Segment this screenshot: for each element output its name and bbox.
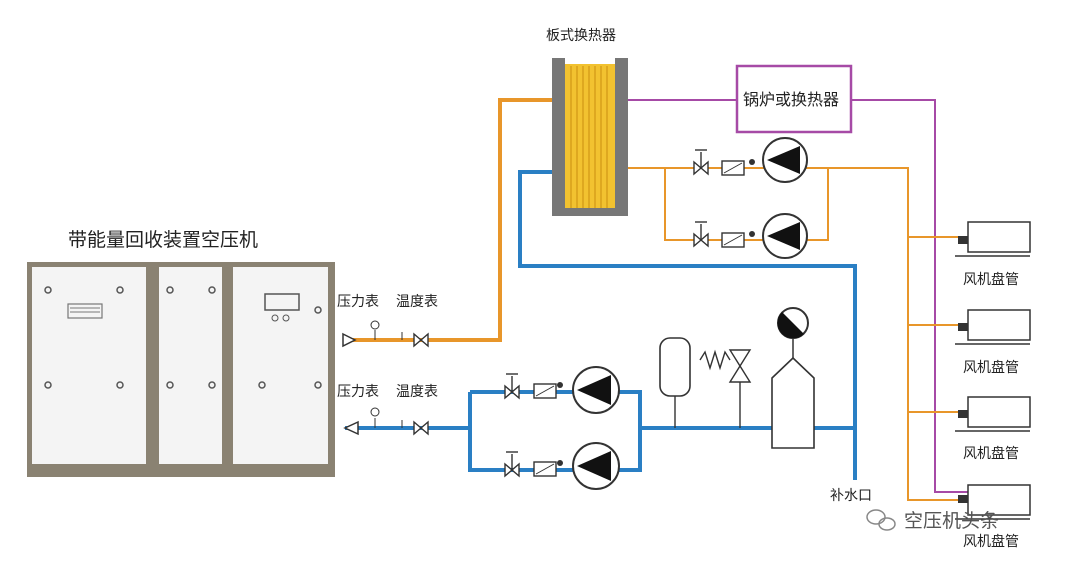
hot-pipe-fan-supply xyxy=(828,167,970,501)
fan-coil-label-4: 风机盘管 xyxy=(963,533,1019,550)
pressure-gauge-icon xyxy=(370,320,403,428)
watermark-text: 空压机头条 xyxy=(904,510,999,532)
pressure-gauge-label-2: 压力表 xyxy=(337,384,379,400)
thermometer-label-1: 温度表 xyxy=(396,294,438,310)
check-valve-icon xyxy=(693,149,709,176)
boiler-box xyxy=(735,64,853,134)
boiler-label: 锅炉或换热器 xyxy=(743,90,839,109)
fan-coil-label-2: 风机盘管 xyxy=(963,359,1019,376)
pressure-gauge-label-1: 压力表 xyxy=(337,294,379,310)
cold-pump-group xyxy=(504,366,620,490)
diagram-title: 带能量回收装置空压机 xyxy=(68,229,258,251)
fan-coil-label-3: 风机盘管 xyxy=(963,445,1019,462)
pressure-vessel xyxy=(771,307,815,449)
heat-exchanger-label: 板式换热器 xyxy=(546,27,616,44)
fan-coil-label-1: 风机盘管 xyxy=(963,271,1019,288)
boiler-pipe-return xyxy=(851,99,970,493)
outlet-arrow-icon xyxy=(342,332,357,348)
thermometer-label-2: 温度表 xyxy=(396,384,438,400)
plate-heat-exchanger xyxy=(552,58,628,216)
valve-icon xyxy=(413,332,429,436)
air-compressor xyxy=(27,262,335,477)
wechat-icon xyxy=(866,509,896,531)
expansion-tank-icon xyxy=(659,337,691,428)
fan-coil-units xyxy=(955,221,1031,520)
cold-pipe-exchanger-return xyxy=(518,170,857,480)
inlet-arrow-icon xyxy=(343,420,359,436)
safety-valve-icon xyxy=(699,349,752,428)
hot-pump-group xyxy=(693,137,808,259)
makeup-water-label: 补水口 xyxy=(830,488,872,504)
